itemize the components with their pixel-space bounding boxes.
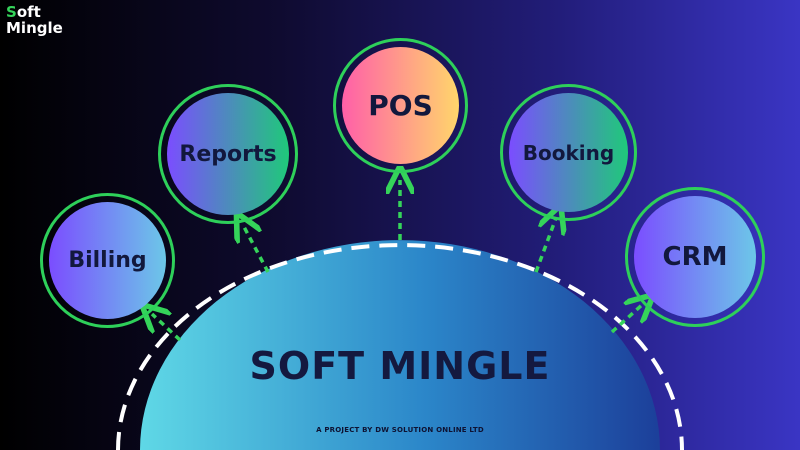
node-crm-fill (634, 196, 756, 318)
hub-subtitle: A PROJECT BY DW SOLUTION ONLINE LTD (316, 426, 484, 434)
node-crm-label: CRM (662, 242, 728, 272)
logo-line2: Mingle (6, 19, 63, 37)
node-billing-fill (49, 202, 166, 319)
node-pos-label: POS (368, 89, 433, 122)
node-crm[interactable]: CRM (625, 187, 765, 327)
node-reports-fill (167, 93, 289, 215)
node-billing-label: Billing (68, 248, 147, 273)
logo: Soft Mingle (6, 4, 63, 36)
arrow-to-booking (534, 218, 556, 273)
logo-letter-s: S (6, 3, 17, 21)
arrow-to-crm (610, 304, 643, 334)
arrow-to-reports (243, 225, 270, 273)
hub-title: SOFT MINGLE (249, 344, 551, 388)
logo-line1: oft (16, 3, 41, 21)
hub-circle (140, 240, 660, 450)
node-pos[interactable]: POS (333, 38, 468, 173)
node-reports[interactable]: Reports (158, 84, 298, 224)
node-billing[interactable]: Billing (40, 193, 175, 328)
node-booking[interactable]: Booking (500, 84, 637, 221)
node-pos-fill (342, 47, 459, 164)
node-booking-label: Booking (522, 140, 615, 165)
node-reports-label: Reports (179, 141, 277, 167)
node-booking-fill (509, 93, 628, 212)
